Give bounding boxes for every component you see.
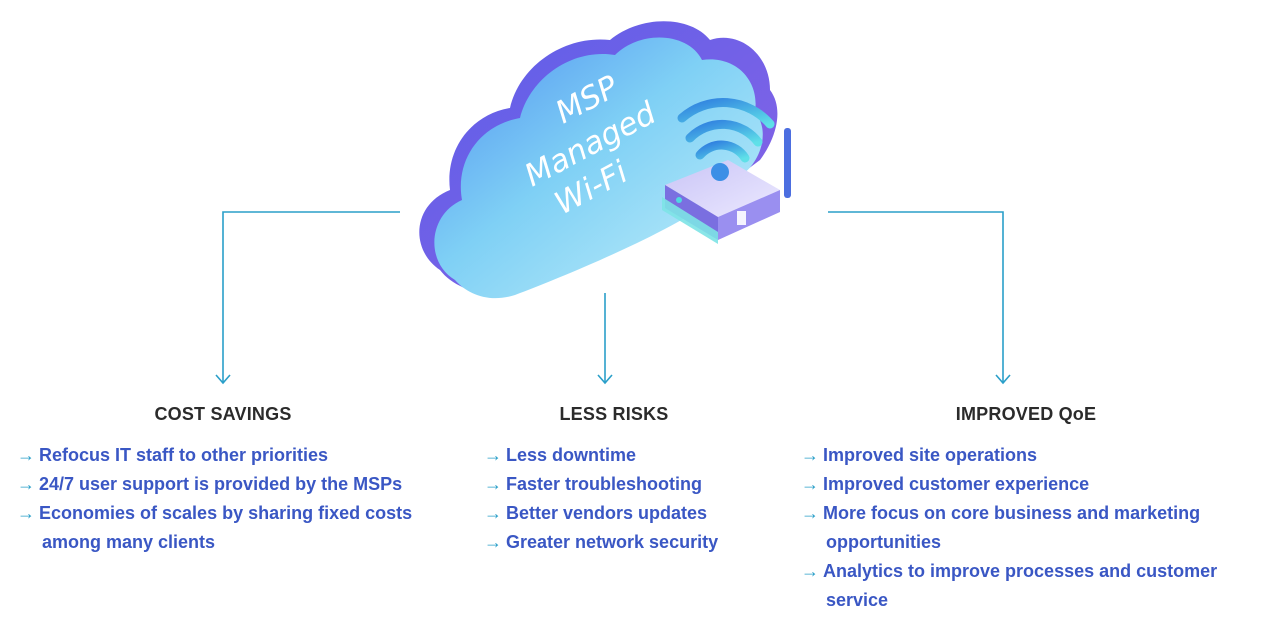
arrow-right-icon: →	[801, 445, 819, 465]
connector-left	[222, 211, 400, 382]
arrow-right-icon: →	[17, 503, 35, 523]
list-item: →Improved site operations	[801, 445, 1038, 465]
list-item: →Less downtime	[484, 445, 637, 465]
cloud-illustration: MSP Managed Wi-Fi	[419, 21, 778, 299]
arrow-right-icon: →	[484, 474, 502, 494]
wifi-icon	[677, 97, 775, 181]
connectors	[222, 211, 1004, 382]
list-item: →Analytics to improve processes and cust…	[801, 561, 1218, 610]
arrow-right-icon: →	[484, 503, 502, 523]
arrow-right-icon: →	[484, 445, 502, 465]
list-item: →24/7 user support is provided by the MS…	[17, 474, 403, 494]
arrow-right-icon: →	[801, 474, 819, 494]
improved-qoe-title: IMPROVED QoE	[955, 404, 1097, 424]
arrow-right-icon: →	[17, 445, 35, 465]
list-item: →Better vendors updates	[484, 503, 708, 523]
arrowhead-center-icon	[597, 374, 613, 385]
arrowhead-right-icon	[995, 374, 1011, 385]
list-item: →Greater network security	[484, 532, 719, 552]
arrow-right-icon: →	[801, 503, 819, 523]
list-item: →Economies of scales by sharing fixed co…	[17, 503, 413, 552]
arrowheads	[215, 374, 1011, 385]
cloud-face	[434, 37, 763, 299]
list-item: →Improved customer experience	[801, 474, 1090, 494]
list-item: →More focus on core business and marketi…	[801, 503, 1201, 552]
cost-savings-title: COST SAVINGS	[154, 404, 292, 424]
list-item: →Refocus IT staff to other priorities	[17, 445, 329, 465]
list-item: →Faster troubleshooting	[484, 474, 703, 494]
arrow-right-icon: →	[17, 474, 35, 494]
router-icon	[662, 128, 791, 244]
arrowhead-left-icon	[215, 374, 231, 385]
arrow-right-icon: →	[801, 561, 819, 581]
less-risks-title: LESS RISKS	[559, 404, 669, 424]
arrow-right-icon: →	[484, 532, 502, 552]
connector-right	[828, 211, 1004, 382]
